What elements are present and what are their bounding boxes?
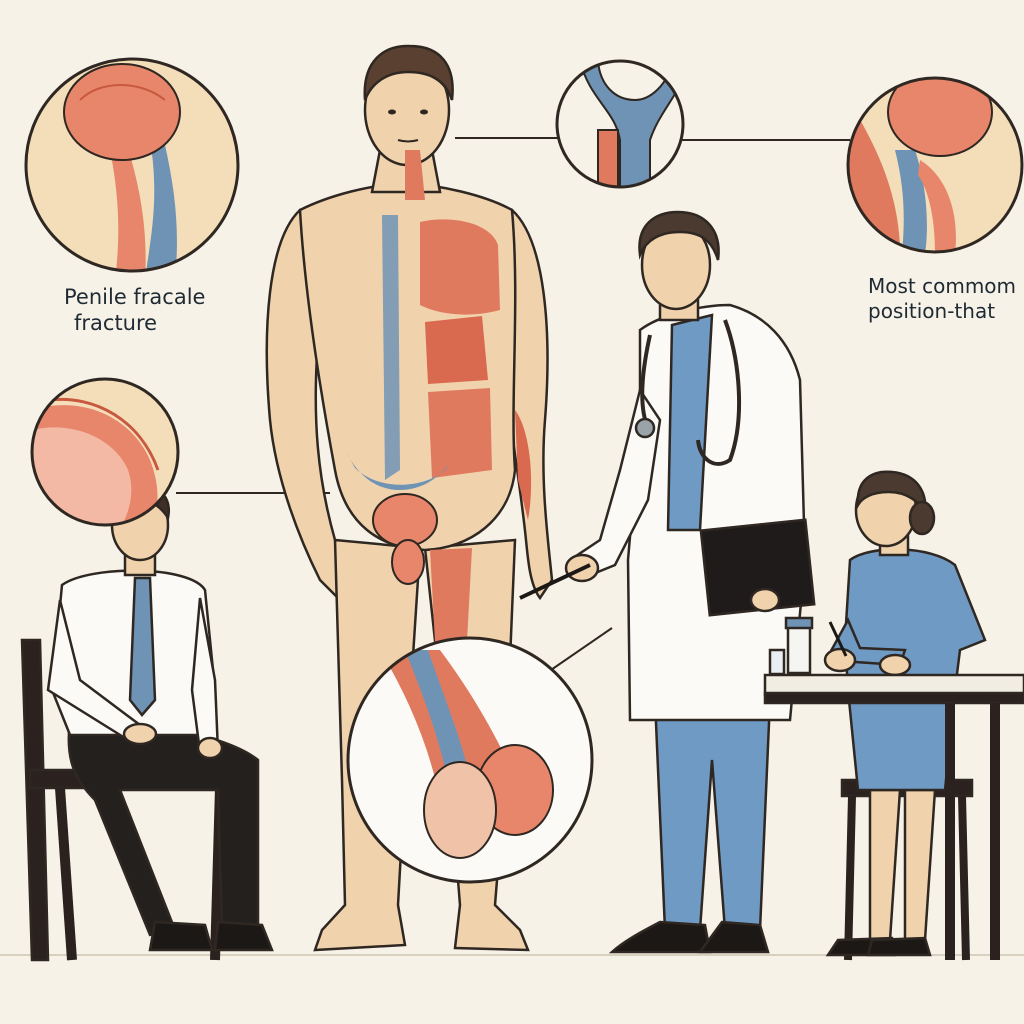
- label-penile-fracture: Penile fracale fracture: [64, 286, 205, 334]
- nurse-and-table: [763, 470, 1024, 961]
- anatomy-overlays: [345, 150, 532, 660]
- inset-circle-top-left: [24, 57, 240, 273]
- inset-circle-top-center: [555, 59, 685, 189]
- seated-man: [20, 484, 274, 962]
- label-right-line1: Most commom: [868, 274, 1017, 298]
- label-right-line2: position-that: [868, 299, 996, 323]
- label-most-common-position: Most commom position-that: [868, 276, 1016, 322]
- label-left-line2: fracture: [74, 311, 158, 336]
- inset-circle-middle-left: [30, 377, 180, 527]
- inset-circle-top-right: [846, 76, 1024, 254]
- label-left-line1: Penile fracale: [64, 285, 206, 309]
- figure-face: [388, 109, 428, 143]
- doctor: [519, 210, 816, 954]
- inset-circle-bottom-center: [346, 636, 594, 884]
